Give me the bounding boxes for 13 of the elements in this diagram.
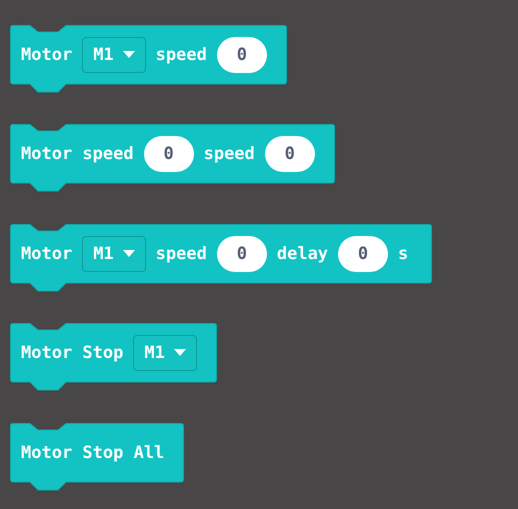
- block-label: Motor speed: [21, 144, 134, 164]
- block-label: speed: [156, 44, 207, 64]
- block-label: Motor: [21, 244, 72, 264]
- block-label: speed: [156, 244, 207, 264]
- dropdown-field: M1: [133, 334, 197, 370]
- block-label: Motor Stop: [21, 342, 124, 362]
- dropdown-field: M1: [82, 36, 146, 72]
- block-label: delay: [276, 244, 328, 264]
- block-label: speed: [204, 144, 255, 164]
- block-label: s: [398, 244, 408, 264]
- block-label: Motor: [21, 44, 72, 64]
- dropdown-field: M1: [82, 236, 146, 272]
- block-label: Motor Stop All: [21, 442, 164, 462]
